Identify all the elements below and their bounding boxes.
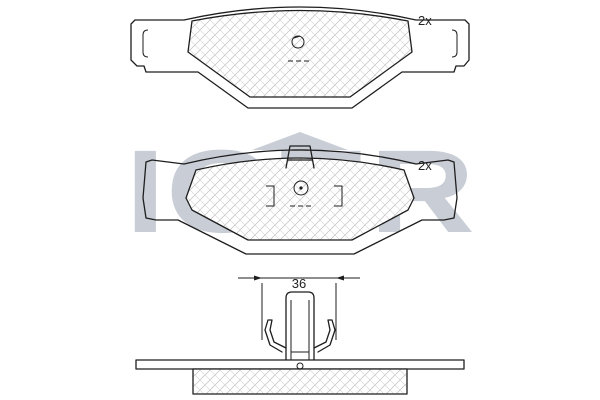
top-ear-notch-right [451,29,458,58]
side-friction-material [192,368,408,395]
dimension-arrow-right [336,275,344,281]
middle-view-brake-pad: 2x [142,145,458,255]
middle-center-dot [299,186,303,190]
top-center-mark [291,35,305,49]
top-ear-notch-left [142,29,149,58]
side-view-dimension-label: 36 [292,276,306,291]
side-clip-arm-left [264,319,287,353]
top-mark-tick [293,35,301,39]
middle-view-quantity-label: 2x [418,158,432,173]
side-backing-plate [135,359,465,370]
side-spring-clip [285,291,315,361]
top-view-quantity-label: 2x [418,13,432,28]
middle-backing-plate [142,149,458,255]
middle-spring-clip [285,145,315,169]
middle-center-mark [293,180,309,196]
top-view-brake-pad: 2x [130,6,470,109]
dimension-arrow-left [254,275,262,281]
side-view-brake-pad: 36 [135,275,465,395]
top-friction-material [187,9,413,98]
middle-friction-material [185,157,415,241]
side-clip-rivet [296,362,304,370]
top-backing-plate [130,6,470,109]
middle-clip-tab-right [334,185,343,207]
side-clip-inner [290,300,310,360]
side-clip-arm-right [313,319,336,353]
middle-clip-tab-left [266,185,275,207]
